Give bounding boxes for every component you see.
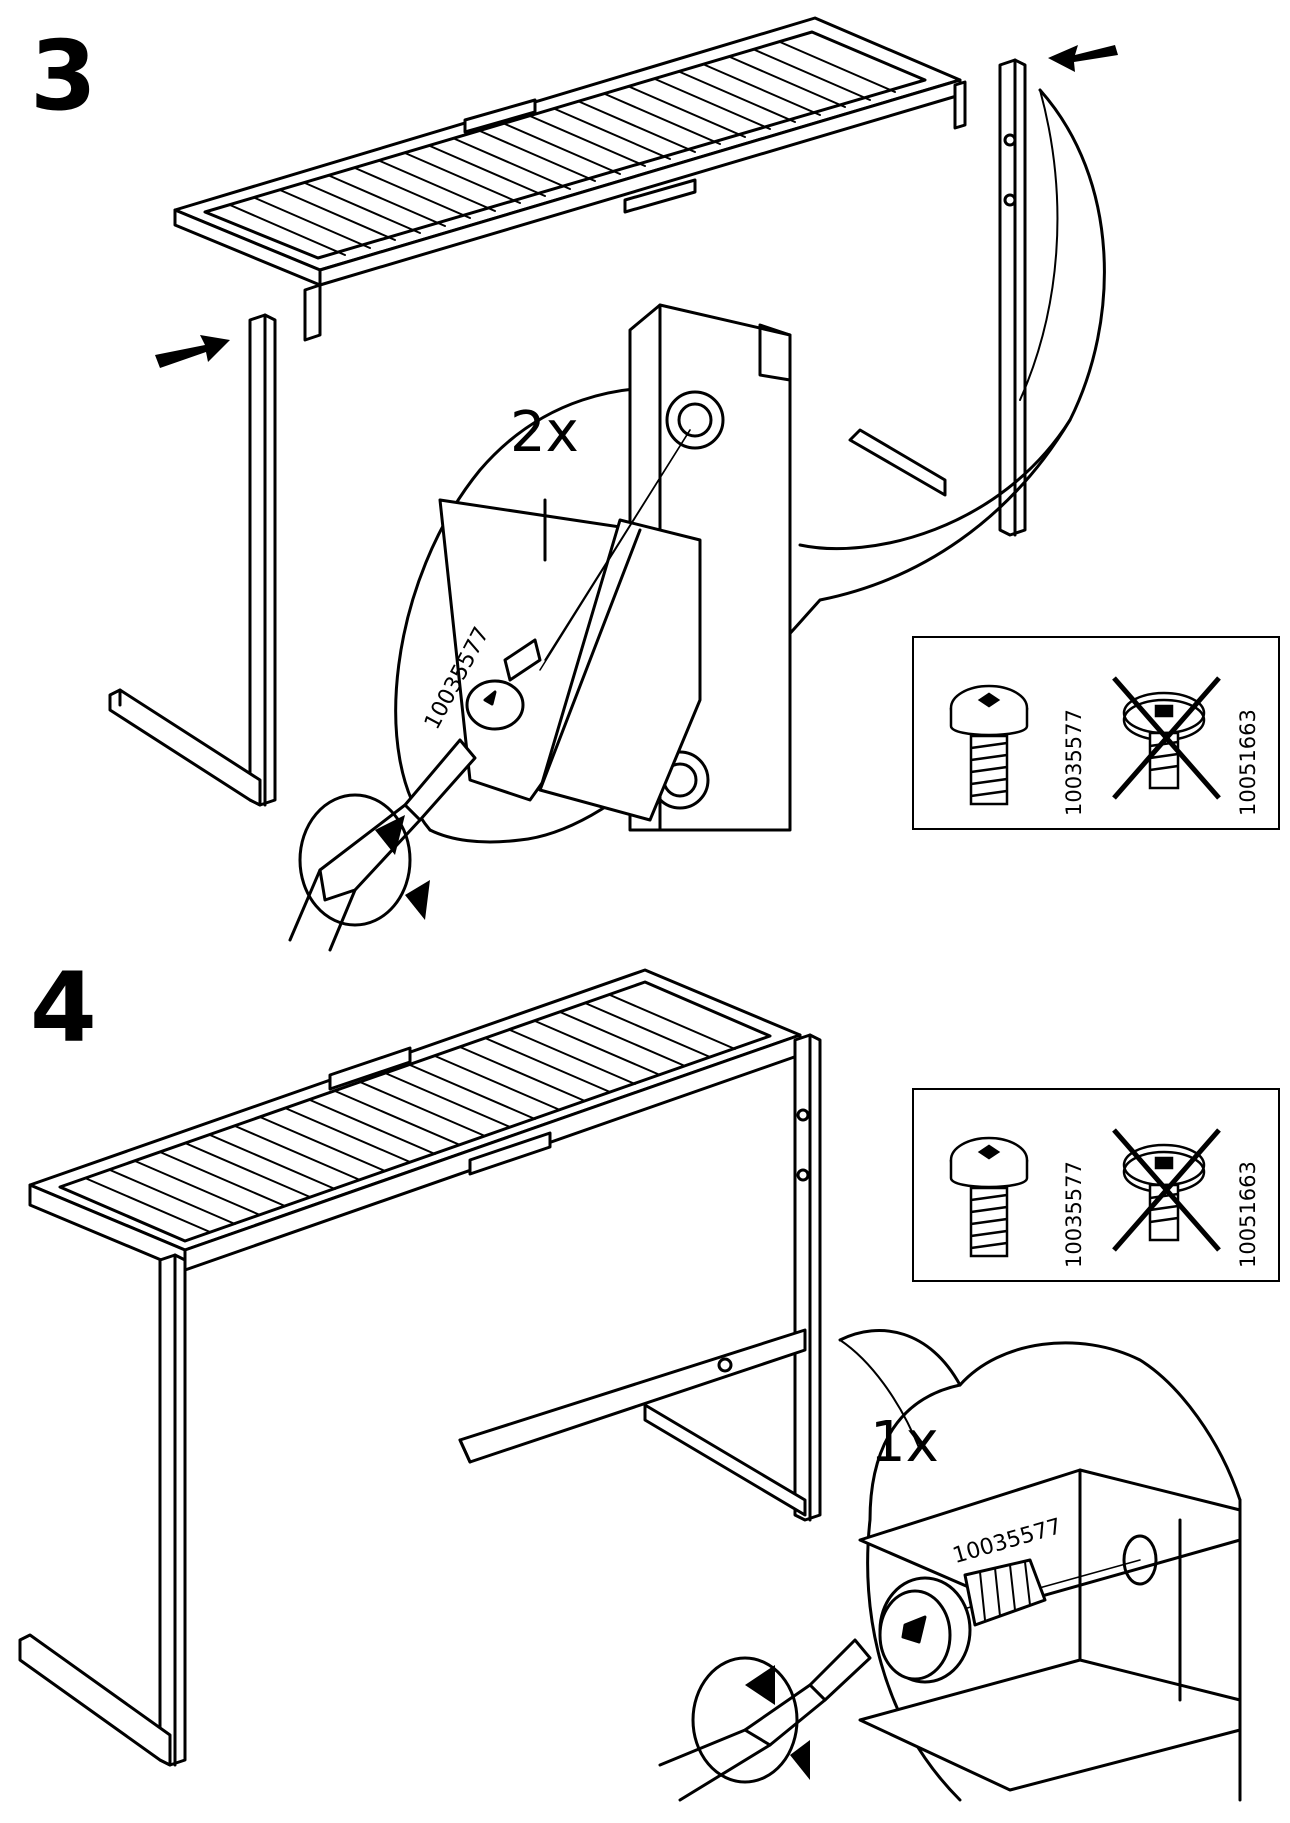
- clockwise-rotate-arrow-icon: [691, 1656, 810, 1784]
- step-4-wrong-part-number: 10051663: [1236, 1161, 1260, 1268]
- step-4-screw: [878, 1558, 1047, 1684]
- pan-head-screw-icon: [949, 1136, 1029, 1258]
- step-3-screw-legend-box: 10035577 10051663: [912, 636, 1280, 830]
- pan-head-screw-icon: [949, 684, 1029, 806]
- step-3-left-frame: [108, 313, 277, 807]
- step-4-shelf-tray: [28, 968, 802, 1272]
- step-4-quantity: 1x: [870, 1410, 939, 1475]
- step-3-correct-part-number: 10035577: [1062, 709, 1086, 816]
- push-arrow-icon: [155, 45, 1118, 368]
- step-3-screw: [465, 638, 542, 731]
- step-3-right-frame: [848, 58, 1027, 537]
- step-3-shelf-tray: [173, 16, 967, 342]
- step-3-quantity: 2x: [510, 400, 579, 465]
- clockwise-rotate-arrow-icon: [298, 793, 430, 927]
- step-4-detail-contents: [858, 1468, 1242, 1792]
- crossed-out-screw-icon: [1112, 1128, 1221, 1252]
- step-4-number: 4: [30, 952, 97, 1064]
- step-3-number: 3: [30, 20, 97, 132]
- step-4-correct-part-number: 10035577: [1062, 1161, 1086, 1268]
- step-4-screw-legend-box: 10035577 10051663: [912, 1088, 1280, 1282]
- crossed-out-screw-icon: [1112, 676, 1221, 800]
- step-3-screwdriver: [288, 738, 477, 952]
- step-4-left-frame: [18, 1253, 187, 1767]
- step-3-detail-contents: [438, 303, 792, 832]
- step-4-right-frame: [458, 1033, 822, 1522]
- step-3-detail-balloon: [394, 88, 1106, 844]
- step-3-wrong-part-number: 10051663: [1236, 709, 1260, 816]
- step-4-screwdriver: [658, 1638, 872, 1802]
